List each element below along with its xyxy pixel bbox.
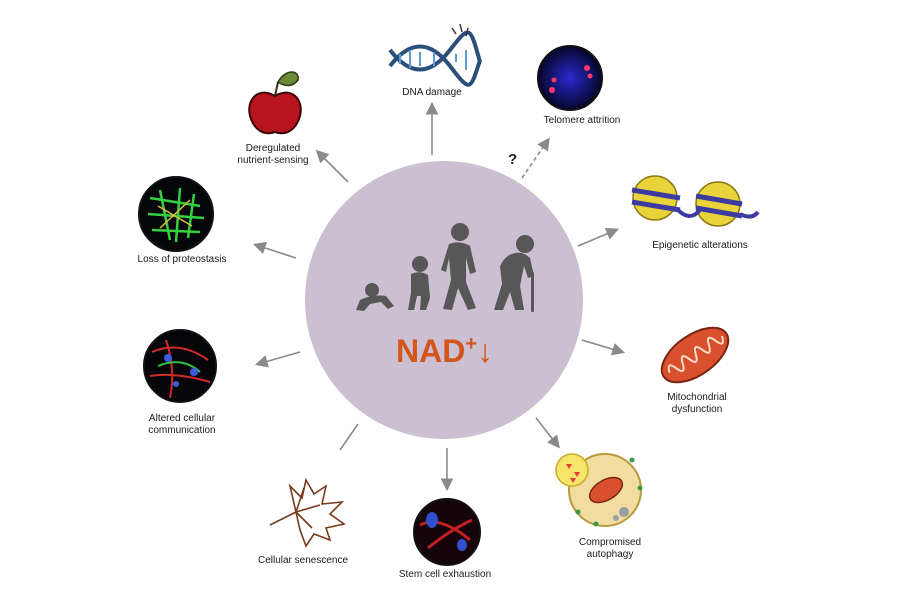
arrows [252, 101, 626, 492]
arrow-proteostasis [252, 241, 297, 259]
neuron-network-icon [143, 329, 217, 403]
label-telomere-attrition: Telomere attrition [532, 115, 632, 127]
arrow-epigenetic [577, 227, 619, 247]
nad-label: NAD+↓ [396, 333, 493, 369]
label-autophagy-line2: autophagy [586, 549, 634, 560]
leaf-icon [269, 477, 346, 548]
label-proteostasis-line1: Loss of proteostasis [137, 254, 227, 265]
apple-icon [248, 71, 302, 135]
label-nutrient-line2: nutrient-sensing [237, 155, 309, 166]
label-communication-line1: Altered cellular [148, 413, 216, 424]
arrow-senescence [339, 423, 359, 451]
label-mito-line1: Mitochondrial [667, 392, 727, 403]
label-cellular-senescence: Cellular senescence [248, 555, 358, 567]
label-compromised-autophagy: Compromised autophagy [570, 537, 650, 561]
label-epigenetic-line1: Epigenetic alterations [652, 240, 748, 251]
arrow-telomere [521, 137, 550, 179]
label-telomere-line1: Telomere attrition [543, 115, 621, 126]
label-mito-line2: dysfunction [671, 404, 723, 415]
label-dna-line1: DNA damage [402, 87, 462, 98]
mitochondrion-icon [660, 326, 730, 384]
label-mitochondrial-dysfunction: Mitochondrial dysfunction [652, 392, 742, 416]
protein-aggregate-icon [138, 176, 214, 252]
label-senescence-line1: Cellular senescence [257, 555, 349, 566]
nucleosome-icon [631, 175, 760, 227]
label-epigenetic-alterations: Epigenetic alterations [640, 240, 760, 252]
label-stem-cell-exhaustion: Stem cell exhaustion [390, 569, 500, 581]
arrow-autophagy [535, 417, 560, 449]
label-dna-damage: DNA damage [392, 87, 472, 99]
label-nutrient-line1: Deregulated [245, 143, 301, 154]
label-stemcell-line1: Stem cell exhaustion [398, 569, 492, 580]
dna-helix-icon [388, 23, 482, 87]
uncertain-marker: ? [508, 151, 517, 168]
label-altered-cellular-communication: Altered cellular communication [132, 413, 232, 437]
autophagy-icon [555, 453, 643, 527]
stem-cell-icon [413, 498, 481, 566]
telomere-icon [537, 45, 603, 111]
arrow-communication [254, 351, 301, 368]
label-communication-line2: communication [148, 425, 216, 436]
arrow-mito [581, 339, 626, 356]
central-circle [305, 161, 583, 439]
label-autophagy-line1: Compromised [578, 537, 642, 548]
label-deregulated-nutrient-sensing: Deregulated nutrient-sensing [228, 143, 318, 167]
arrow-nutrient [315, 149, 349, 183]
label-loss-of-proteostasis: Loss of proteostasis [132, 254, 232, 266]
aging-silhouettes-icon [356, 223, 534, 312]
